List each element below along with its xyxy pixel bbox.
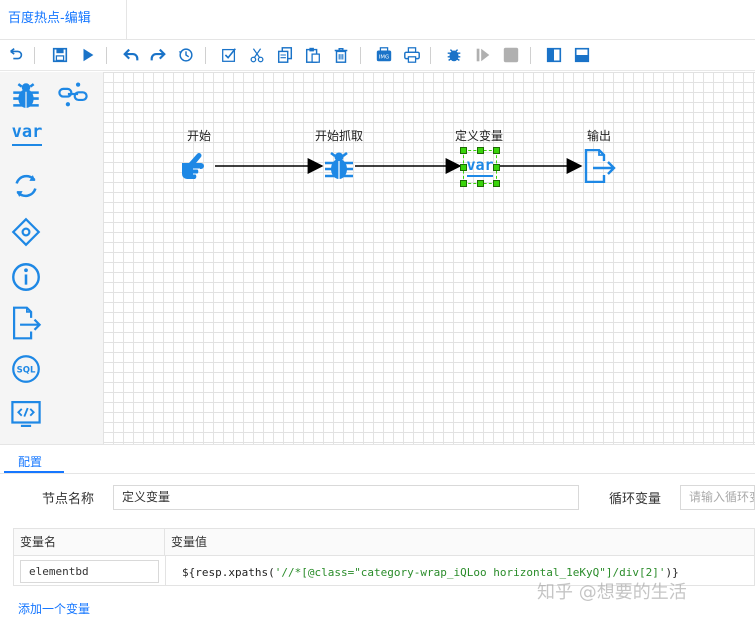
tab-config[interactable]: 配置 [18,455,43,469]
loop-var-input[interactable]: 请输入循环变 [680,485,755,510]
layout-left-icon[interactable] [544,45,564,65]
selection-handle[interactable] [493,180,500,187]
variable-table: 变量名 变量值 elementbd ${resp.xpaths('//*[@cl… [13,528,755,586]
selection-handle[interactable] [477,147,484,154]
code-icon[interactable] [6,394,46,434]
node-label-output: 输出 [586,129,612,143]
svg-text:SQL: SQL [17,365,36,375]
column-header-name: 变量名 [14,529,165,556]
tab-bar: 百度热点-编辑 [0,0,755,40]
watermark: 知乎 @想要的生活 [537,582,687,603]
node-label-start: 开始 [186,129,212,143]
tab-editor[interactable]: 百度热点-编辑 [0,0,127,40]
print-icon[interactable] [402,45,422,65]
variable-name-input[interactable]: elementbd [20,560,159,583]
svg-text:IMG: IMG [379,55,389,61]
hand-pointer-icon[interactable] [179,149,213,183]
node-label-crawl: 开始抓取 [314,129,364,143]
save-icon[interactable] [50,45,70,65]
debug-icon[interactable] [444,45,464,65]
flow-canvas[interactable]: 开始 开始抓取 定义变量 var 输出 [103,72,755,444]
selection-handle[interactable] [493,164,500,171]
toolbar: IMG [0,40,755,71]
divider [0,473,755,474]
var-icon[interactable]: var [460,147,500,187]
condition-icon[interactable] [6,212,46,252]
node-name-input[interactable]: 定义变量 [113,485,579,510]
stop-icon[interactable] [501,45,521,65]
flow-connectors [215,158,583,174]
spider-icon[interactable] [322,149,356,183]
cut-icon[interactable] [247,45,267,65]
paste-icon[interactable] [303,45,323,65]
node-name-label: 节点名称 [42,492,95,507]
loop-icon[interactable] [6,166,46,206]
var-icon[interactable]: var [9,122,45,152]
copy-icon[interactable] [275,45,295,65]
link-icon[interactable] [53,74,93,114]
output-icon[interactable] [582,149,616,183]
selection-handle[interactable] [493,147,500,154]
active-tab-indicator [4,471,64,473]
config-panel: 配置 节点名称 定义变量 循环变量 请输入循环变 变量名 变量值 element… [0,444,755,621]
run-icon[interactable] [78,45,98,65]
selection-handle[interactable] [460,147,467,154]
loop-var-label: 循环变量 [609,492,662,507]
delete-icon[interactable] [331,45,351,65]
output-icon[interactable] [6,303,46,343]
redo-icon[interactable] [148,45,168,65]
node-label-define-var: 定义变量 [454,129,504,143]
undo-icon[interactable] [121,45,141,65]
node-palette: var SQL [0,72,103,444]
history-icon[interactable] [176,45,196,65]
info-icon[interactable] [6,257,46,297]
spider-icon[interactable] [6,76,46,116]
add-variable-link[interactable]: 添加一个变量 [18,602,91,616]
layout-bottom-icon[interactable] [572,45,592,65]
sql-icon[interactable]: SQL [6,349,46,389]
export-image-icon[interactable]: IMG [374,45,394,65]
column-header-value: 变量值 [165,529,754,556]
step-icon[interactable] [473,45,493,65]
undo-back-icon[interactable] [6,45,26,65]
selection-handle[interactable] [460,180,467,187]
check-icon[interactable] [219,45,239,65]
variable-value-editor[interactable]: ${resp.xpaths('//*[@class="category-wrap… [182,566,679,579]
selection-handle[interactable] [477,180,484,187]
selection-handle[interactable] [460,164,467,171]
